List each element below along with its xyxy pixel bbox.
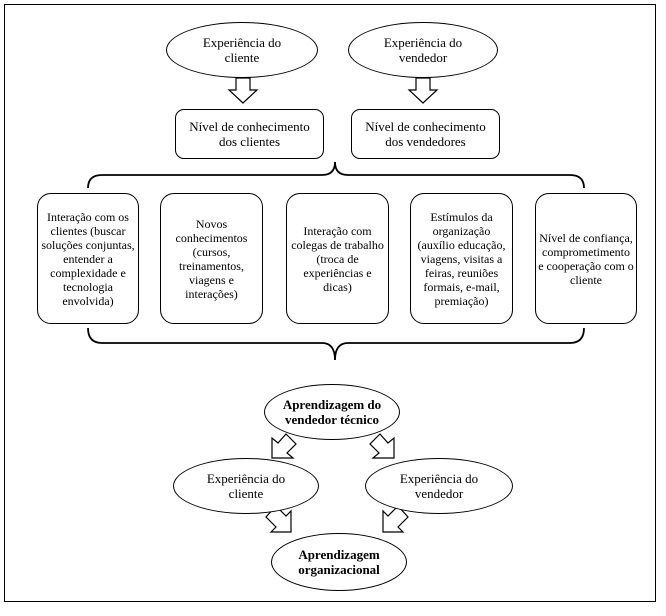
bottom-seller-experience-node: Experiência do vendedor: [365, 458, 513, 514]
factor-trust-level: Nível de confiança, comprometimento e co…: [535, 193, 637, 324]
client-knowledge-node: Nível de conhecimento dos clientes: [175, 109, 324, 159]
organizational-learning-node: Aprendizagem organizacional: [271, 533, 407, 591]
arrow-down-icon: [227, 77, 259, 104]
seller-knowledge-node: Nível de conhecimento dos vendedores: [351, 109, 500, 159]
technical-learning-node: Aprendizagem do vendedor técnico: [264, 384, 400, 440]
arrow-down-left-icon: [382, 505, 409, 533]
factor-organization-stimuli: Estímulos da organização (auxílio educaç…: [410, 193, 513, 324]
top-brace: [87, 161, 585, 189]
arrow-down-icon: [407, 77, 439, 104]
arrow-down-right-icon: [369, 433, 395, 459]
factor-colleague-interaction: Interação com colegas de trabalho (troca…: [286, 193, 389, 324]
client-experience-node: Experiência do cliente: [166, 22, 318, 78]
bottom-brace: [87, 327, 585, 361]
factor-client-interaction: Interação com os clientes (buscar soluçõ…: [37, 193, 139, 324]
bottom-client-experience-node: Experiência do cliente: [173, 458, 319, 514]
arrow-down-left-icon: [271, 433, 297, 459]
factor-new-knowledge: Novos conhecimentos (cursos, treinamento…: [160, 193, 263, 324]
arrow-down-right-icon: [265, 505, 292, 533]
seller-experience-node: Experiência do vendedor: [348, 22, 498, 78]
diagram-frame: [4, 4, 656, 602]
